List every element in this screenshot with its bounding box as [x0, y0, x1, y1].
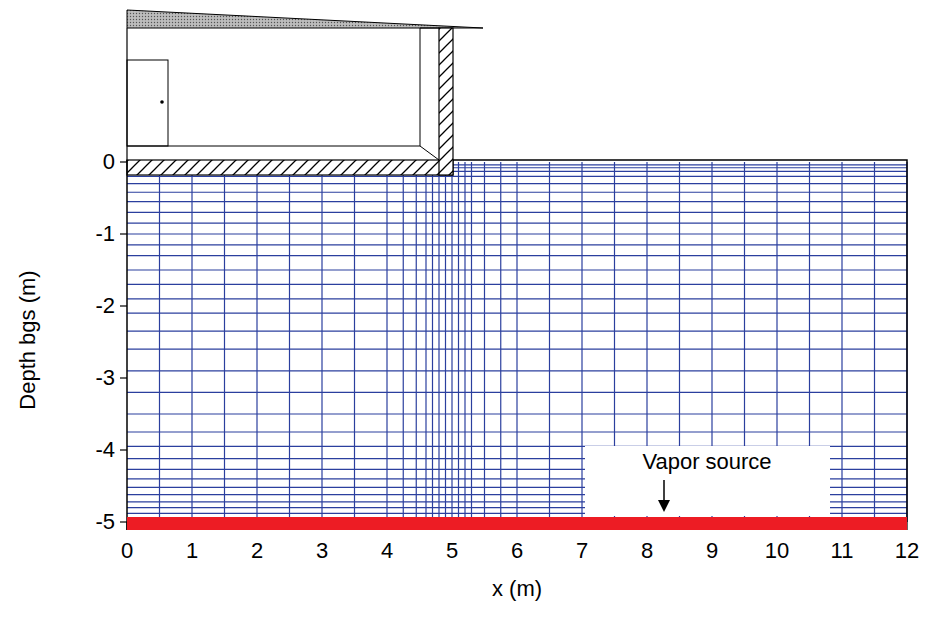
tick-label: -5	[95, 511, 115, 533]
mesh-line	[127, 192, 907, 193]
mesh-line	[120, 161, 127, 162]
tick-label: 4	[381, 540, 393, 562]
door-knob	[160, 100, 164, 104]
mesh-line	[127, 233, 907, 234]
mesh-line	[127, 331, 907, 332]
callout-label: Vapor source	[638, 449, 775, 475]
mesh-line	[127, 284, 907, 285]
mesh-line	[127, 392, 907, 393]
mesh-line	[874, 162, 875, 522]
axis-ticks	[120, 162, 907, 530]
tick-label: 6	[511, 540, 523, 562]
room-corner	[420, 146, 439, 160]
foundation-wall	[439, 28, 453, 175]
tick-label: 1	[186, 540, 198, 562]
tick-label: -4	[95, 439, 115, 461]
mesh-line	[516, 162, 517, 522]
tick-label: 9	[706, 540, 718, 562]
mesh-line	[386, 162, 387, 522]
mesh-line	[484, 162, 485, 522]
mesh-line	[425, 162, 426, 522]
roof	[127, 10, 483, 28]
tick-label: 2	[251, 540, 263, 562]
tick-label: -3	[95, 367, 115, 389]
tick-label: 12	[895, 540, 919, 562]
room-outline	[127, 28, 420, 146]
mesh-line	[127, 201, 907, 202]
door	[127, 60, 168, 146]
mesh-line	[127, 176, 907, 177]
mesh-line	[127, 413, 907, 414]
mesh-line	[416, 162, 417, 522]
mesh-line	[127, 255, 907, 256]
tick-label: -1	[95, 223, 115, 245]
axis-title: Depth bgs (m)	[17, 270, 39, 409]
mesh-line	[458, 162, 459, 522]
mesh-line	[289, 162, 290, 522]
mesh-line	[471, 162, 472, 522]
leader-line	[663, 480, 665, 502]
mesh-line	[451, 162, 452, 522]
mesh-line	[445, 162, 446, 522]
mesh-line	[256, 162, 257, 522]
mesh-line	[159, 162, 160, 522]
mesh-line	[127, 349, 907, 350]
mesh-line	[321, 162, 322, 522]
mesh-line	[127, 183, 907, 184]
tick-label: 0	[121, 540, 133, 562]
mesh-line	[191, 162, 192, 522]
mesh-line	[127, 212, 907, 213]
vapor-source-band	[127, 517, 907, 530]
foundation-slab	[127, 160, 453, 175]
tick-label: 10	[765, 540, 789, 562]
tick-label: 0	[103, 151, 115, 173]
mesh-line	[841, 162, 842, 522]
mesh-line	[581, 162, 582, 522]
mesh-line	[120, 305, 127, 306]
mesh-line	[500, 162, 501, 522]
mesh-line	[120, 233, 127, 234]
arrow-head	[658, 500, 670, 512]
mesh-line	[127, 370, 907, 371]
mesh-line	[127, 431, 907, 432]
label-patch	[585, 446, 830, 516]
mesh-line	[127, 298, 907, 299]
numerical-mesh	[127, 162, 907, 522]
mesh-line	[403, 162, 404, 522]
mesh-line	[224, 162, 225, 522]
axis-title: x (m)	[492, 578, 542, 600]
mesh-line	[432, 162, 433, 522]
room-corner	[420, 28, 439, 29]
mesh-line	[120, 449, 127, 450]
tick-label: 7	[576, 540, 588, 562]
tick-label: -2	[95, 295, 115, 317]
mesh-line	[438, 162, 439, 522]
mesh-line	[127, 244, 907, 245]
tick-label: 5	[446, 540, 458, 562]
y-axis	[126, 160, 128, 530]
mesh-line	[127, 269, 907, 270]
mesh-line	[120, 377, 127, 378]
tick-label: 8	[641, 540, 653, 562]
mesh-line	[549, 162, 550, 522]
mesh-line	[127, 313, 907, 314]
tick-label: 3	[316, 540, 328, 562]
mesh-line	[120, 521, 127, 522]
mesh-line	[464, 162, 465, 522]
tick-label: 11	[831, 540, 854, 562]
mesh-line	[354, 162, 355, 522]
mesh-line	[127, 223, 907, 224]
domain-boundary	[453, 160, 907, 522]
